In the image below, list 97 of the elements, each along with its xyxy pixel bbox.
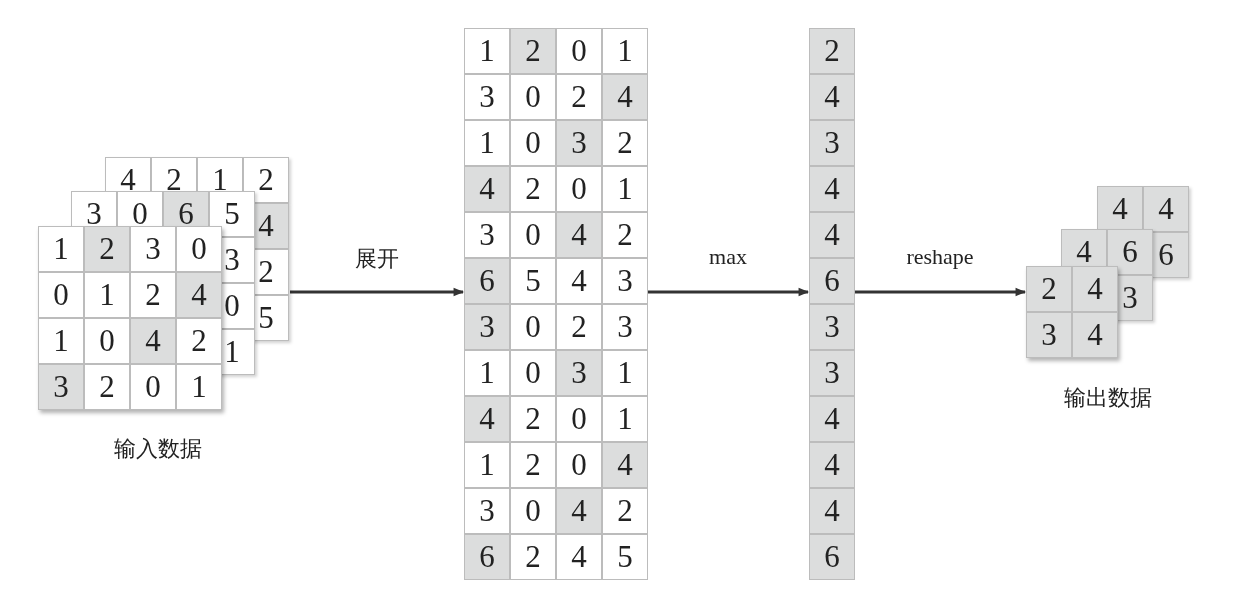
matrix-cell: 4 <box>602 74 648 120</box>
matrix-cell: 5 <box>209 191 255 237</box>
matrix-cell: 1 <box>176 364 222 410</box>
matrix-cell: 4 <box>809 442 855 488</box>
matrix-layer <box>38 226 222 410</box>
matrix-cell: 4 <box>1097 186 1143 232</box>
matrix-cell: 0 <box>556 166 602 212</box>
arrow <box>290 287 465 297</box>
matrix-cell: 1 <box>602 166 648 212</box>
matrix-cell: 4 <box>809 212 855 258</box>
matrix-cell: 4 <box>809 74 855 120</box>
matrix-cell: 0 <box>510 304 556 350</box>
matrix-cell: 3 <box>464 488 510 534</box>
node-label: 输入数据 <box>113 435 203 463</box>
matrix-cell: 3 <box>464 212 510 258</box>
matrix-cell: 5 <box>602 534 648 580</box>
matrix-layer <box>1026 266 1118 358</box>
matrix-cell: 3 <box>809 120 855 166</box>
matrix-cell: 4 <box>602 442 648 488</box>
matrix-cell: 2 <box>510 28 556 74</box>
matrix-cell: 5 <box>510 258 556 304</box>
matrix-cell: 2 <box>510 534 556 580</box>
matrix-cell: 0 <box>556 28 602 74</box>
matrix-cell: 1 <box>38 318 84 364</box>
matrix-cell: 0 <box>84 318 130 364</box>
matrix-cell: 2 <box>130 272 176 318</box>
matrix-cell: 3 <box>130 226 176 272</box>
matrix-cell: 0 <box>510 350 556 396</box>
matrix-cell: 4 <box>556 488 602 534</box>
matrix-cell: 4 <box>809 166 855 212</box>
matrix-cell: 2 <box>602 120 648 166</box>
matrix-cell: 2 <box>602 488 648 534</box>
arrow <box>855 287 1027 297</box>
matrix-cell: 4 <box>1072 266 1118 312</box>
matrix-cell: 3 <box>464 304 510 350</box>
edge-label: reshape <box>906 244 974 270</box>
matrix-cell: 2 <box>556 74 602 120</box>
matrix-cell: 4 <box>1143 186 1189 232</box>
matrix-cell: 2 <box>84 226 130 272</box>
matrix-cell: 2 <box>510 396 556 442</box>
matrix-cell: 0 <box>510 212 556 258</box>
matrix-cell: 1 <box>602 350 648 396</box>
matrix-cell: 0 <box>510 120 556 166</box>
matrix-cell: 6 <box>1107 229 1153 275</box>
matrix-cell: 3 <box>556 350 602 396</box>
matrix-cell: 6 <box>809 534 855 580</box>
matrix-cell: 0 <box>130 364 176 410</box>
matrix-cell: 4 <box>464 396 510 442</box>
matrix-cell: 4 <box>556 534 602 580</box>
matrix-cell: 4 <box>1072 312 1118 358</box>
matrix-cell: 0 <box>176 226 222 272</box>
matrix-cell: 0 <box>510 488 556 534</box>
matrix-cell: 3 <box>602 258 648 304</box>
matrix-cell: 2 <box>176 318 222 364</box>
matrix-cell: 0 <box>510 74 556 120</box>
matrix-cell: 3 <box>464 74 510 120</box>
matrix-cell: 4 <box>556 258 602 304</box>
matrix-cell: 3 <box>809 350 855 396</box>
matrix-cell: 3 <box>602 304 648 350</box>
matrix-cell: 2 <box>602 212 648 258</box>
matrix-cell: 3 <box>38 364 84 410</box>
matrix-cell: 4 <box>809 488 855 534</box>
matrix-cell: 1 <box>464 442 510 488</box>
edge-label: 展开 <box>354 245 399 273</box>
matrix-cell: 3 <box>809 304 855 350</box>
matrix-cell: 6 <box>809 258 855 304</box>
matrix-cell: 1 <box>464 120 510 166</box>
matrix-cell: 2 <box>556 304 602 350</box>
matrix-cell: 2 <box>243 157 289 203</box>
matrix-layer <box>464 28 648 580</box>
matrix-cell: 4 <box>556 212 602 258</box>
arrow <box>648 287 810 297</box>
matrix-cell: 2 <box>809 28 855 74</box>
matrix-cell: 2 <box>510 166 556 212</box>
matrix-cell: 2 <box>510 442 556 488</box>
matrix-cell: 2 <box>84 364 130 410</box>
matrix-cell: 4 <box>809 396 855 442</box>
matrix-cell: 4 <box>176 272 222 318</box>
matrix-cell: 0 <box>556 442 602 488</box>
matrix-cell: 1 <box>602 28 648 74</box>
matrix-cell: 4 <box>130 318 176 364</box>
matrix-cell: 3 <box>1026 312 1072 358</box>
matrix-cell: 4 <box>464 166 510 212</box>
matrix-cell: 6 <box>464 258 510 304</box>
node-label: 输出数据 <box>1063 384 1153 412</box>
matrix-cell: 6 <box>464 534 510 580</box>
matrix-layer <box>809 28 855 580</box>
matrix-cell: 1 <box>464 350 510 396</box>
matrix-cell: 1 <box>38 226 84 272</box>
edge-label: max <box>709 244 747 270</box>
matrix-cell: 2 <box>1026 266 1072 312</box>
matrix-cell: 1 <box>602 396 648 442</box>
matrix-cell: 0 <box>556 396 602 442</box>
matrix-cell: 3 <box>556 120 602 166</box>
matrix-cell: 1 <box>464 28 510 74</box>
matrix-cell: 1 <box>84 272 130 318</box>
matrix-cell: 0 <box>38 272 84 318</box>
